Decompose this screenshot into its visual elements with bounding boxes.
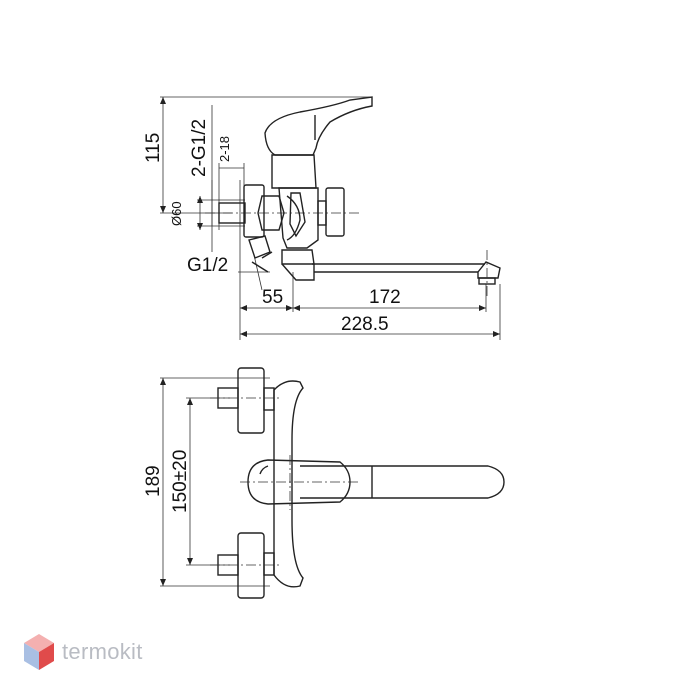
label-height-top: 115	[143, 133, 164, 163]
outlet-pipe	[251, 261, 269, 273]
connection-flange	[243, 184, 265, 238]
outlet-pipe	[261, 251, 273, 259]
label-diameter: Ø60	[169, 201, 184, 226]
label-offset: 55	[262, 287, 283, 308]
spout-front	[300, 465, 505, 499]
bottom-nut	[263, 552, 275, 576]
mixer-body-front	[273, 380, 304, 588]
brand-logo: termokit	[22, 632, 143, 672]
outlet-nut	[248, 235, 271, 259]
label-thread-length: 2-18	[217, 136, 232, 162]
handle-highlight	[259, 465, 269, 475]
label-inlet-thread: 2-G1/2	[189, 119, 210, 177]
label-total-height: 189	[143, 465, 164, 497]
spout-end	[477, 261, 501, 279]
label-total-length: 228.5	[341, 314, 389, 335]
leader-line	[253, 254, 263, 291]
body-contour	[286, 195, 301, 241]
front-view: 189 150±20	[143, 367, 505, 599]
label-spout-length: 172	[369, 287, 401, 308]
brand-name: termokit	[62, 639, 143, 664]
top-nut	[263, 387, 275, 411]
lever-handle	[264, 96, 373, 156]
side-cover	[325, 187, 345, 237]
spout-swivel-base	[281, 263, 315, 281]
label-outlet-thread: G1/2	[187, 255, 228, 276]
side-view: 115 2-G1/2 2-18 Ø60 G1/2 55 172 228.5	[143, 96, 501, 340]
mixer-body	[278, 187, 319, 249]
spout-swivel	[281, 249, 315, 265]
cartridge-cover	[271, 154, 317, 189]
hexagon-cube-icon	[24, 634, 54, 670]
bottom-flange	[237, 532, 265, 599]
label-center-distance: 150±20	[170, 450, 191, 513]
valve-seat	[289, 192, 306, 238]
